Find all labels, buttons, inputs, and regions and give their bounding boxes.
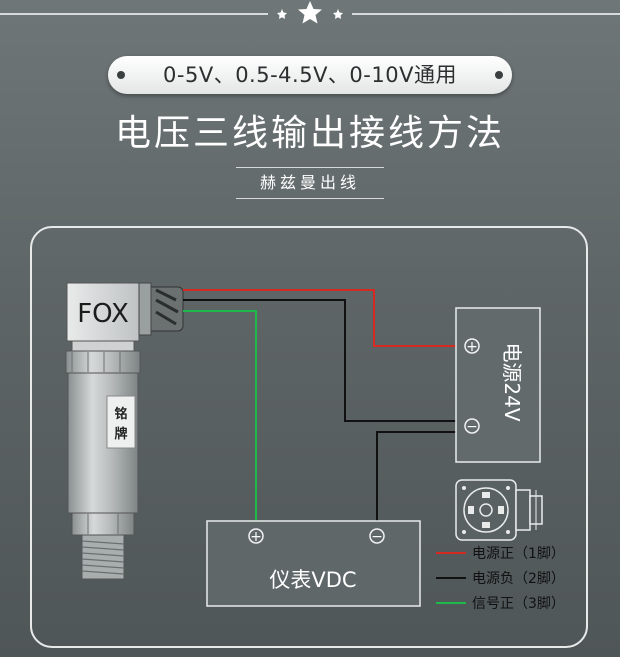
- power-plus-terminal: [464, 338, 480, 354]
- wire-meter-negative: [376, 431, 466, 536]
- power-supply-box: [455, 307, 541, 463]
- star-icon: [277, 9, 287, 19]
- legend-label-power-negative: 电源负（2脚）: [472, 571, 565, 587]
- meter-minus-symbol: −: [371, 529, 383, 545]
- sensor-connector-nut: [138, 282, 184, 336]
- legend-label-signal-positive: 信号正（3脚）: [472, 596, 565, 612]
- sensor-nameplate: [106, 395, 136, 449]
- legend-label-power-positive: 电源正（1脚）: [472, 546, 565, 562]
- meter-plus-terminal: [248, 528, 264, 544]
- hirschmann-connector-icon: [455, 479, 543, 541]
- meter-box: [206, 520, 421, 607]
- wire-power-positive: [183, 289, 466, 347]
- wire-signal-positive: [183, 310, 257, 536]
- page-title: 电压三线输出接线方法: [114, 113, 505, 154]
- pill-dot-left: [117, 71, 125, 79]
- meter-label: 仪表VDC: [269, 568, 356, 592]
- pill-dot-right: [495, 71, 503, 79]
- wire-legend: 电源正（1脚） 电源负（2脚） 信号正（3脚）: [436, 546, 565, 612]
- meter-minus-terminal: [369, 528, 385, 544]
- pressure-sensor: [65, 282, 184, 580]
- sensor-brand: FOX: [77, 299, 129, 329]
- top-decoration: [0, 1, 620, 24]
- star-icon: [298, 1, 322, 24]
- sensor-collar: [65, 350, 141, 374]
- nameplate-text-1: 铭: [114, 406, 127, 422]
- power-minus-symbol: −: [466, 419, 478, 435]
- sensor-hex-nut: [71, 512, 135, 536]
- meter-plus-symbol: +: [250, 529, 262, 545]
- sensor-neck: [71, 340, 135, 352]
- power-plus-symbol: +: [466, 339, 478, 355]
- page-subtitle: 赫兹曼出线: [236, 167, 384, 199]
- nameplate-text-2: 牌: [114, 426, 127, 442]
- star-icon: [333, 9, 343, 19]
- wire-power-negative: [183, 299, 466, 422]
- power-minus-terminal: [464, 418, 480, 434]
- diagram-frame: [30, 226, 588, 648]
- power-supply-label: 电源24V: [500, 342, 524, 421]
- voltage-range-pill: 0-5V、0.5-4.5V、0-10V通用: [108, 56, 512, 94]
